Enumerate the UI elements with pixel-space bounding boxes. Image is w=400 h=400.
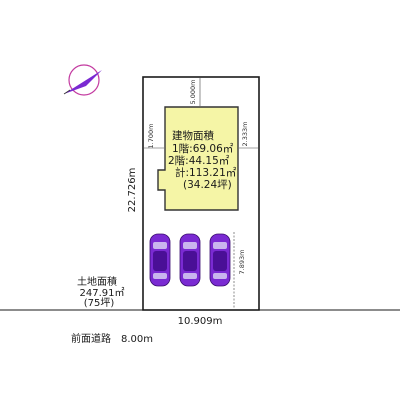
car-windshield — [213, 242, 227, 249]
car-rear-window — [153, 273, 167, 279]
car-windshield — [153, 242, 167, 249]
north-arrow-needle — [64, 70, 102, 94]
building-total-area: 計:113.21㎡ — [175, 166, 237, 179]
car-icon — [209, 233, 231, 287]
building-floor1-area: 1階:69.06㎡ — [172, 143, 234, 155]
setback-front-label: 5.000m — [189, 80, 197, 105]
lot-depth-label: 22.726m — [127, 168, 138, 213]
car-roof — [183, 251, 197, 271]
car-rear-window — [183, 273, 197, 279]
land-area-tsubo: (75坪) — [84, 296, 115, 309]
setback-left-label: 1.700m — [147, 124, 155, 149]
building-total-tsubo: (34.24坪) — [183, 178, 232, 191]
car-rear-window — [213, 273, 227, 279]
setback-right-label: 2.333m — [241, 122, 249, 147]
building-area-title: 建物面積 — [172, 129, 214, 142]
car-icon — [149, 233, 171, 287]
building-footprint — [157, 106, 239, 211]
front-road-label: 前面道路 8.00m — [71, 332, 153, 345]
lot-width-label: 10.909m — [178, 316, 223, 327]
land-area-value: 247.91㎡ — [80, 287, 125, 299]
building-floor2-area: 2階:44.15㎡ — [168, 155, 230, 167]
north-arrow-tail — [63, 89, 71, 95]
north-arrow-icon — [63, 64, 102, 96]
parking-area — [149, 233, 231, 287]
parking-depth-label: 7.893m — [238, 250, 246, 275]
car-roof — [153, 251, 167, 271]
car-windshield — [183, 242, 197, 249]
north-arrow-circle — [68, 64, 100, 96]
car-icon — [179, 233, 201, 287]
car-roof — [213, 251, 227, 271]
land-area-heading: 土地面積 — [77, 275, 117, 288]
setback-dimensions — [144, 78, 258, 309]
